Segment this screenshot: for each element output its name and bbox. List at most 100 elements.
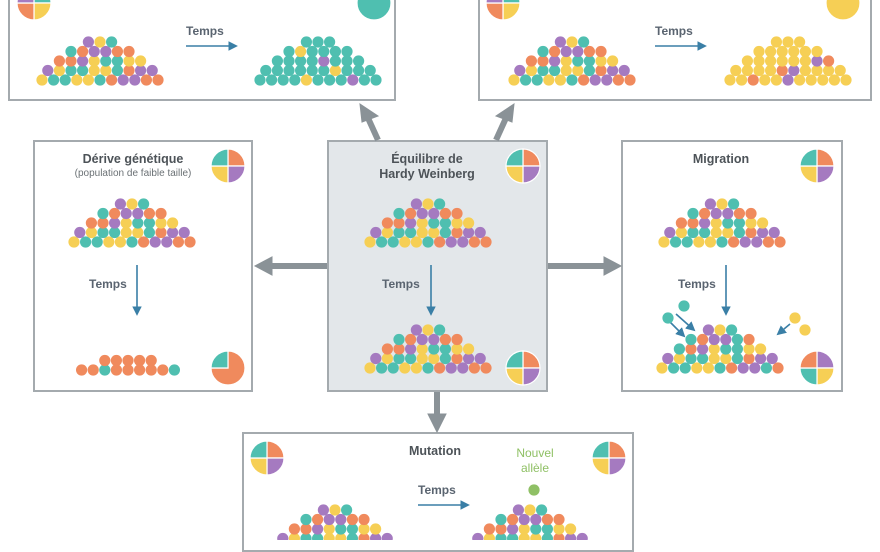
- pie-migration-end: [799, 350, 835, 386]
- allele-ball: [312, 532, 324, 540]
- allele-ball: [525, 55, 538, 67]
- allele-ball: [697, 352, 709, 365]
- allele-ball: [702, 324, 715, 336]
- allele-ball: [439, 343, 451, 355]
- top-right-time-label: Temps: [655, 24, 693, 38]
- allele-ball: [277, 74, 289, 86]
- allele-ball: [811, 45, 823, 58]
- allele-ball: [710, 226, 722, 239]
- allele-ball: [612, 74, 625, 86]
- allele-ball: [745, 226, 757, 239]
- allele-ball: [463, 217, 475, 229]
- allele-ball: [549, 45, 561, 58]
- allele-ball: [53, 64, 65, 77]
- allele-ball: [122, 364, 134, 376]
- allele-ball: [82, 74, 94, 86]
- allele-ball: [318, 55, 330, 67]
- pie-slice: [799, 148, 818, 167]
- allele-ball: [811, 55, 823, 67]
- allele-ball: [103, 236, 115, 248]
- allele-ball: [97, 226, 109, 239]
- allele-ball: [782, 74, 794, 86]
- migration-time-label: Temps: [678, 277, 716, 291]
- allele-ball: [399, 236, 411, 248]
- allele-ball: [508, 74, 520, 86]
- allele-ball: [463, 352, 475, 365]
- allele-ball: [428, 217, 440, 229]
- allele-ball: [520, 74, 532, 86]
- allele-ball: [312, 74, 324, 86]
- allele-ball: [560, 55, 572, 67]
- allele-ball: [474, 352, 486, 365]
- allele-ball: [537, 45, 549, 58]
- pie-slice: [249, 457, 268, 476]
- allele-ball: [782, 36, 794, 48]
- allele-ball: [157, 364, 169, 376]
- allele-ball: [393, 207, 405, 220]
- allele-ball: [428, 207, 440, 220]
- allele-ball: [77, 64, 89, 77]
- allele-ball: [111, 55, 123, 67]
- allele-ball: [88, 64, 100, 77]
- pie-drift-start: [210, 148, 246, 184]
- allele-ball: [664, 226, 676, 239]
- allele-ball: [595, 64, 607, 77]
- pie-slice: [16, 2, 35, 21]
- allele-ball: [823, 55, 835, 67]
- allele-ball: [607, 64, 619, 77]
- allele-ball: [329, 504, 341, 516]
- allele-ball: [120, 207, 132, 220]
- allele-ball: [346, 523, 358, 535]
- allele-ball: [376, 236, 388, 248]
- allele-ball: [405, 352, 417, 365]
- pie-slice: [16, 0, 35, 4]
- allele-ball: [358, 74, 370, 86]
- allele-ball: [295, 55, 307, 67]
- allele-ball: [794, 36, 806, 48]
- panel-genetic-drift: [33, 140, 253, 392]
- allele-ball: [480, 236, 492, 248]
- allele-ball: [439, 226, 451, 239]
- allele-ball: [312, 523, 324, 535]
- drift-time-label: Temps: [89, 277, 127, 291]
- allele-ball: [120, 226, 132, 239]
- allele-ball: [675, 226, 688, 239]
- pie-drift-end: [210, 350, 246, 386]
- allele-ball: [788, 45, 800, 58]
- pie-mutation-start: [249, 440, 285, 476]
- diagram-graphics: [16, 0, 861, 540]
- allele-ball: [346, 513, 358, 526]
- allele-ball: [699, 226, 711, 239]
- allele-ball: [741, 64, 754, 77]
- allele-ball: [772, 362, 784, 374]
- allele-ball: [514, 64, 526, 77]
- allele-ball: [138, 198, 150, 210]
- allele-ball: [749, 362, 761, 374]
- allele-ball: [699, 217, 711, 229]
- time-arrows: [132, 41, 791, 510]
- allele-ball: [560, 45, 572, 58]
- allele-ball: [59, 74, 71, 86]
- allele-ball: [109, 226, 121, 239]
- allele-ball: [507, 532, 519, 540]
- allele-ball: [117, 74, 129, 86]
- allele-ball: [100, 55, 112, 67]
- allele-ball: [685, 333, 697, 346]
- allele-ball: [329, 45, 341, 58]
- allele-ball: [704, 198, 717, 210]
- allele-ball: [691, 362, 703, 374]
- pie-slice: [522, 350, 541, 369]
- allele-ball: [143, 217, 155, 229]
- pie-slice: [522, 367, 541, 386]
- allele-ball: [483, 532, 495, 540]
- allele-ball: [799, 55, 812, 67]
- allele-ball: [295, 64, 307, 77]
- pie-top-right-start: [485, 0, 521, 21]
- allele-ball: [506, 513, 519, 526]
- allele-ball: [451, 352, 463, 365]
- allele-ball: [788, 64, 800, 77]
- pie-slice: [485, 0, 504, 4]
- allele-ball: [306, 64, 318, 77]
- allele-ball: [753, 55, 765, 67]
- allele-ball: [451, 333, 463, 346]
